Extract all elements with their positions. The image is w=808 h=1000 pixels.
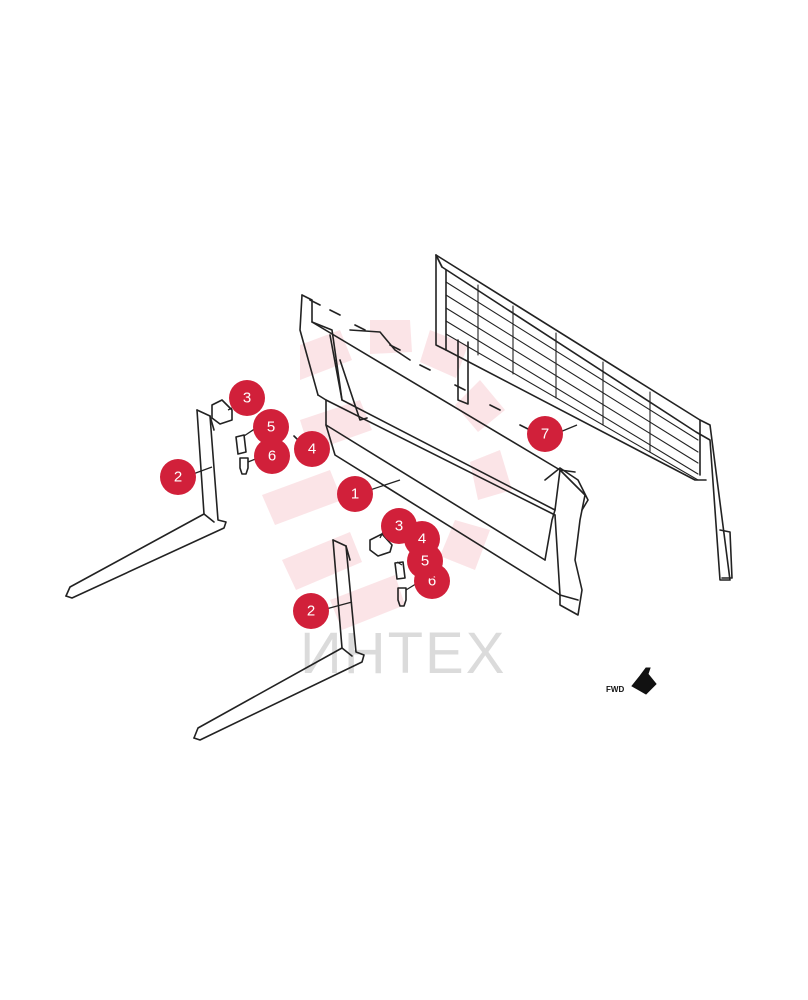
callout-6-left-label: 6 <box>268 448 276 465</box>
callout-2-right-label: 2 <box>307 603 315 620</box>
callout-1-label: 1 <box>351 486 359 503</box>
callout-5-right-label: 5 <box>421 553 429 570</box>
spring-left <box>235 434 247 455</box>
pin-set-left <box>211 399 298 475</box>
callout-5-left-label: 5 <box>267 419 275 436</box>
callout-3-right-label: 3 <box>395 518 403 535</box>
fork-left <box>65 409 227 599</box>
callout-2-left: 2 <box>160 459 196 495</box>
forward-indicator: FWD <box>606 667 657 695</box>
callout-2-right: 2 <box>293 593 329 629</box>
callout-6-left: 6 <box>254 438 290 474</box>
callout-7: 7 <box>527 416 563 452</box>
retaining-clip-left <box>293 435 298 440</box>
callout-5-left: 5 <box>253 409 289 445</box>
bolt-right <box>397 587 407 607</box>
locking-pin-left <box>211 399 233 425</box>
fork-right <box>193 539 365 741</box>
forward-arrow-icon <box>631 667 657 695</box>
callout-4-left-label: 4 <box>308 441 316 458</box>
callout-4-left: 4 <box>294 431 330 467</box>
callout-4-right-label: 4 <box>418 531 426 548</box>
callout-3-right: 3 <box>381 508 417 544</box>
bolt-left <box>239 457 249 475</box>
callout-5-right: 5 <box>407 543 443 579</box>
callout-1: 1 <box>337 476 373 512</box>
callout-6-right-label: 6 <box>428 573 436 590</box>
callout-3-left-label: 3 <box>243 390 251 407</box>
fork-carriage-frame <box>299 294 589 616</box>
callout-3-left: 3 <box>229 380 265 416</box>
fwd-label: FWD <box>606 685 624 694</box>
callout-7-label: 7 <box>541 426 549 443</box>
spring-right <box>394 561 406 580</box>
callout-2-left-label: 2 <box>174 469 182 486</box>
watermark: ИНТЕХ <box>262 320 512 686</box>
grille-guard <box>435 254 733 581</box>
